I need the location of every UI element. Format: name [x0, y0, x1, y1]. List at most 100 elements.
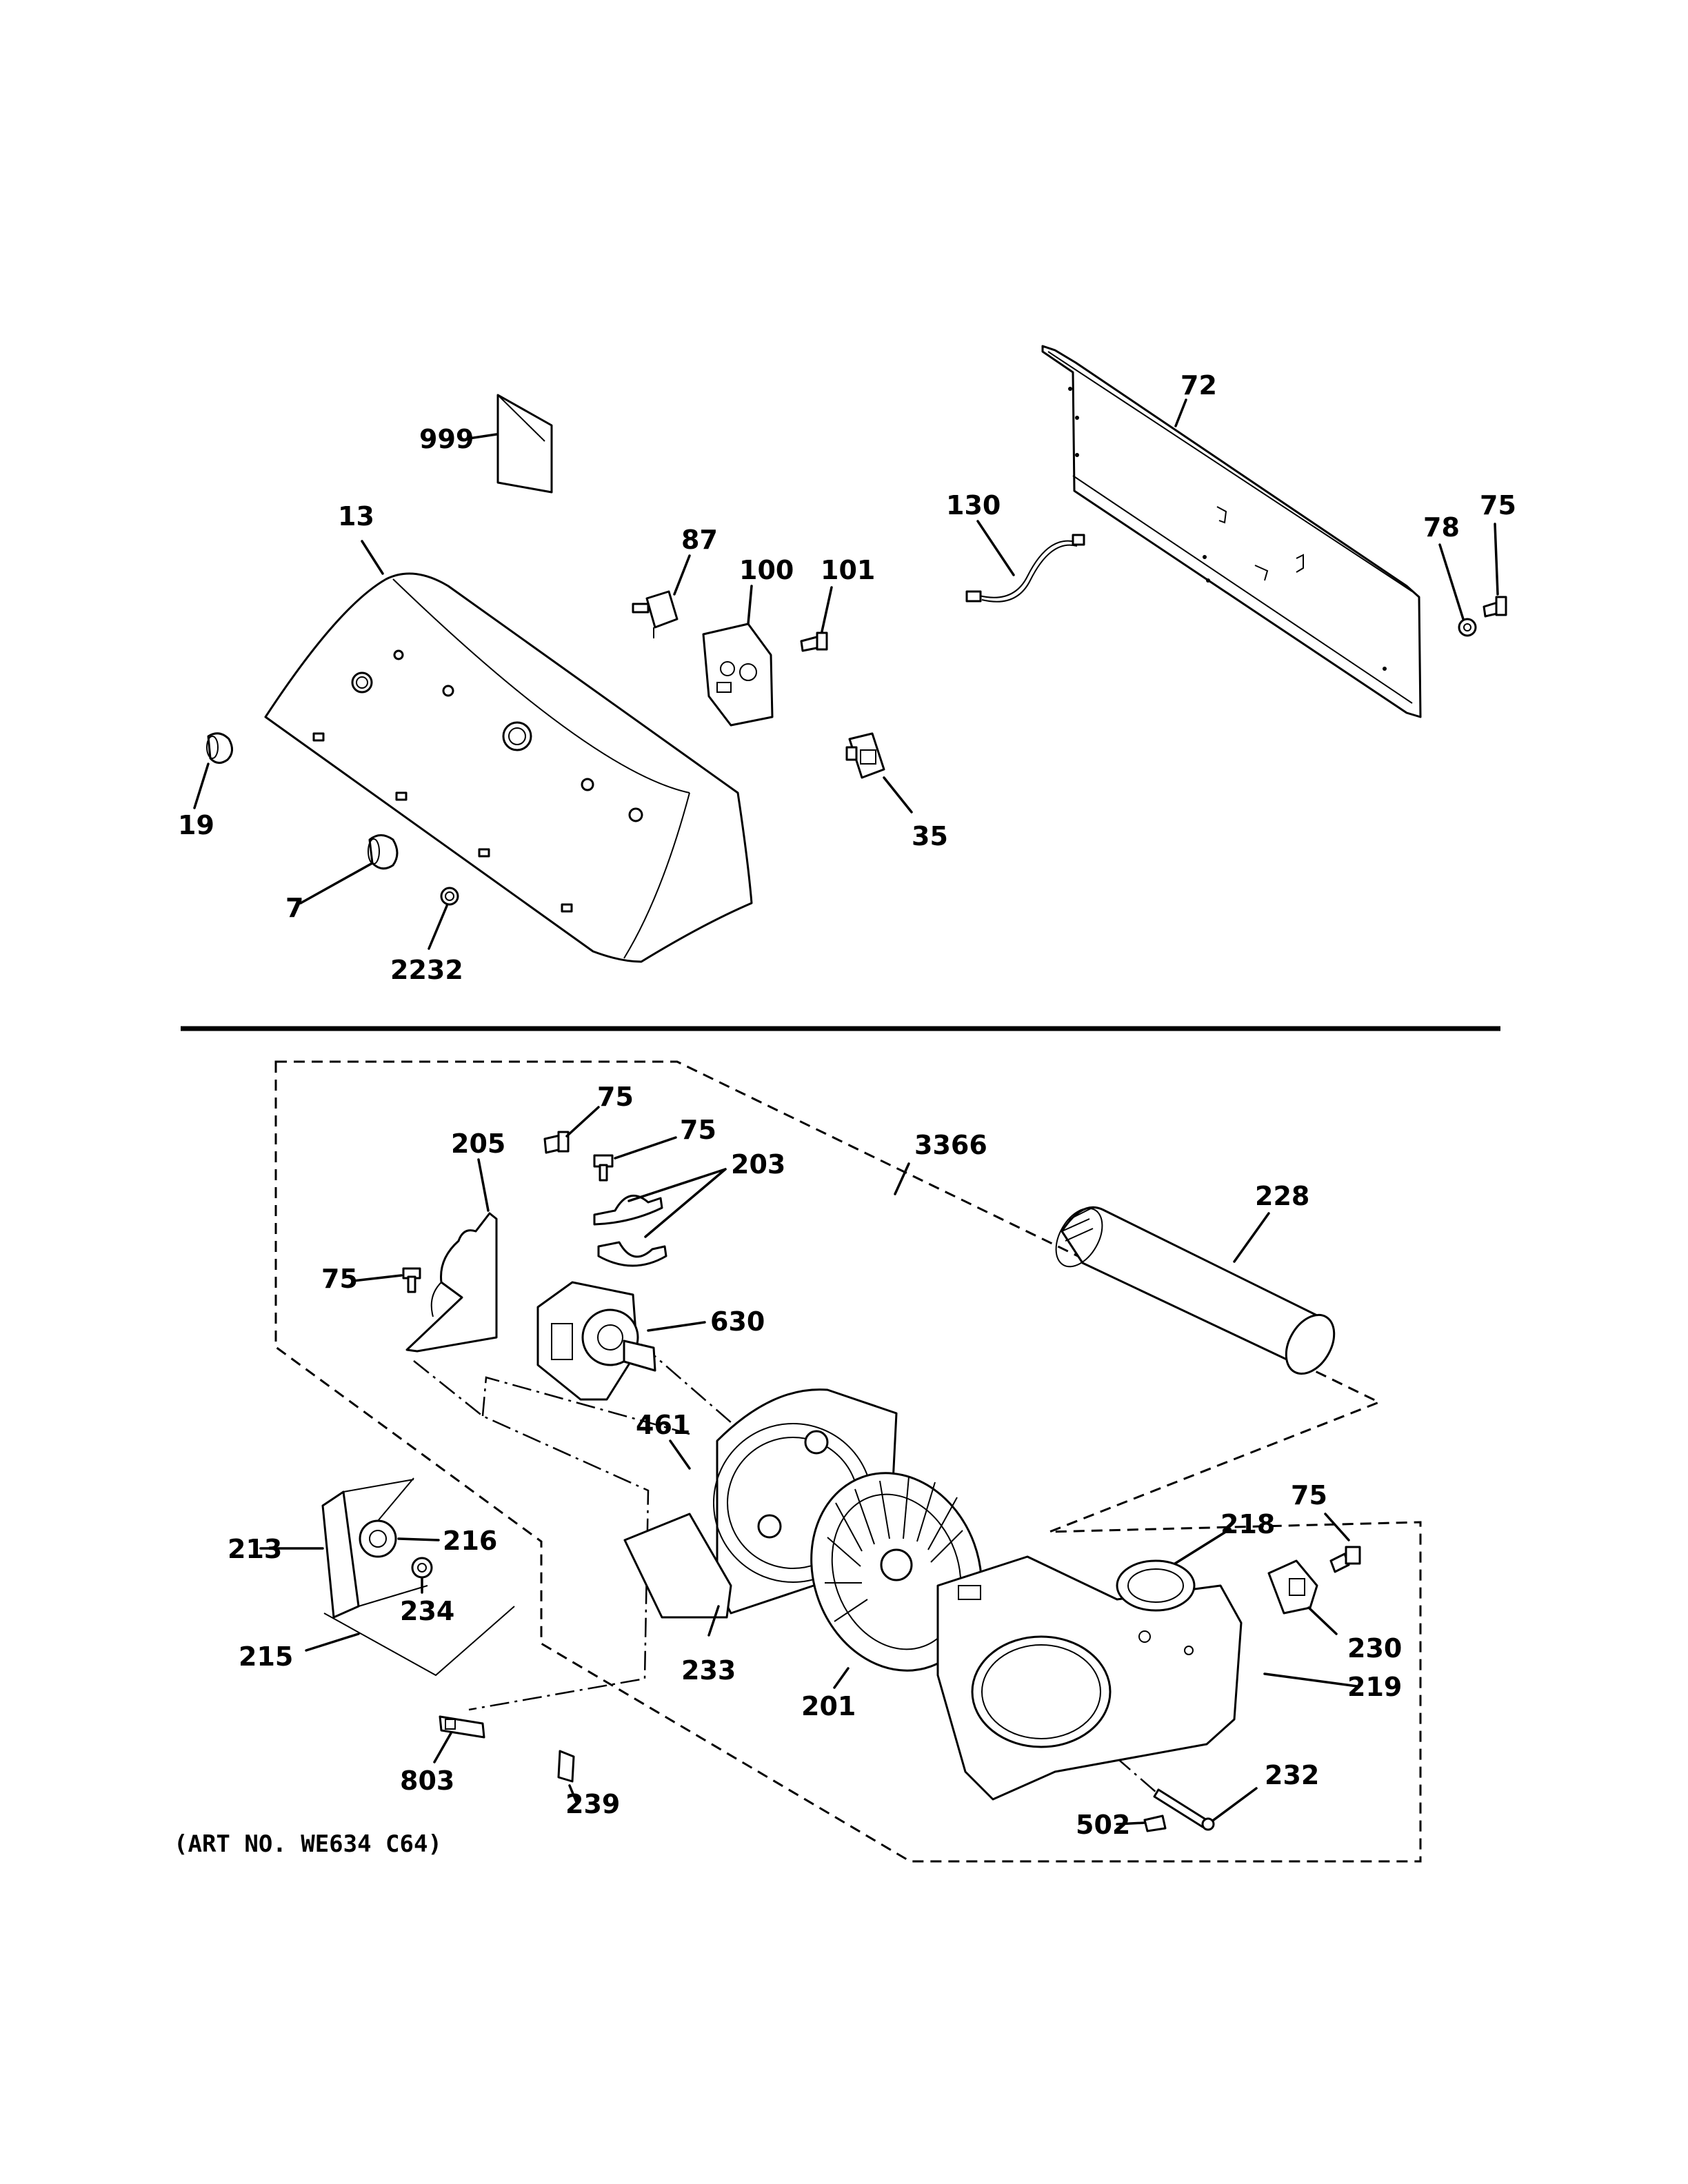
callout-2232: 2232 — [390, 955, 463, 985]
switch-35-part — [845, 732, 885, 779]
callout-75-b: 75 — [680, 1115, 716, 1145]
spring-234-part — [411, 1557, 433, 1579]
art-number: (ART NO. WE634 C64) — [174, 1830, 442, 1858]
belt-215-part — [323, 1606, 515, 1677]
duct-228-part — [1055, 1206, 1336, 1375]
leader-line-203-a — [627, 1168, 727, 1202]
back-panel-72-part — [1041, 345, 1422, 718]
button-2232-part — [440, 887, 459, 906]
alignment-line-axis — [641, 1344, 1173, 1807]
leader-line-101 — [821, 586, 833, 633]
wire-harness-130-part — [965, 534, 1085, 603]
literature-envelope-part — [496, 394, 553, 494]
callout-233: 233 — [681, 1655, 736, 1686]
idler-pulley-216-part — [321, 1477, 428, 1619]
leader-line-230 — [1307, 1606, 1338, 1635]
screw-101-part — [800, 631, 828, 652]
screw-75-d-part — [1329, 1546, 1361, 1573]
leader-line-218 — [1174, 1528, 1232, 1565]
callout-101: 101 — [821, 555, 875, 585]
heater-218-part — [1116, 1559, 1196, 1612]
leader-line-205 — [477, 1158, 490, 1212]
leader-line-803 — [433, 1732, 452, 1763]
leader-line-239 — [568, 1784, 578, 1803]
lock-washer-78-part — [1458, 618, 1477, 637]
screw-75-b-part — [593, 1154, 614, 1182]
leader-line-219 — [1263, 1672, 1358, 1688]
leader-line-13 — [361, 540, 384, 575]
callout-461: 461 — [636, 1410, 690, 1440]
thermostat-230-part — [1267, 1559, 1318, 1615]
callout-999: 999 — [419, 424, 474, 454]
bracket-205-part — [405, 1212, 498, 1353]
callout-100: 100 — [739, 555, 794, 585]
leader-line-215 — [305, 1632, 360, 1652]
leader-line-78 — [1438, 543, 1465, 620]
leader-line-201 — [833, 1667, 850, 1689]
leader-line-228 — [1233, 1212, 1270, 1263]
leader-line-87 — [673, 554, 691, 596]
leader-line-35 — [883, 776, 913, 813]
callout-215: 215 — [239, 1641, 293, 1672]
leader-line-232 — [1212, 1787, 1258, 1821]
alignment-line-mid — [481, 1376, 690, 1435]
bolt-232-part — [1153, 1788, 1215, 1831]
callout-75-c: 75 — [321, 1264, 358, 1294]
screw-502-part — [1143, 1814, 1167, 1832]
knob-7-part — [368, 834, 399, 870]
leader-line-999 — [468, 433, 498, 440]
leader-line-100 — [747, 585, 753, 625]
callout-205: 205 — [451, 1129, 505, 1159]
callout-78: 78 — [1423, 512, 1460, 543]
clamp-203-part — [593, 1195, 667, 1267]
screw-75-top-part — [1483, 596, 1507, 618]
callout-502: 502 — [1076, 1810, 1130, 1840]
knob-19-part — [206, 732, 233, 764]
leader-line-72 — [1174, 398, 1187, 427]
screw-75-c-part — [402, 1267, 421, 1293]
leader-line-630 — [647, 1321, 706, 1332]
leader-line-75-a — [565, 1106, 600, 1138]
callout-130: 130 — [946, 490, 1001, 520]
screw-239-part — [557, 1750, 575, 1783]
motor-630-part — [536, 1281, 656, 1401]
callout-232: 232 — [1265, 1760, 1319, 1790]
leader-line-502 — [1116, 1821, 1146, 1826]
callout-75-a: 75 — [597, 1082, 634, 1112]
switch-87-part — [632, 590, 679, 638]
leader-line-75-c — [352, 1274, 403, 1282]
callout-230: 230 — [1347, 1633, 1402, 1664]
timer-100-part — [702, 623, 774, 727]
callout-218: 218 — [1220, 1509, 1275, 1539]
leader-line-203-b — [644, 1168, 727, 1238]
leader-line-75-top — [1494, 523, 1499, 596]
leader-line-2232 — [428, 904, 448, 950]
leader-line-216 — [397, 1537, 440, 1541]
leader-line-3366 — [894, 1162, 910, 1195]
switch-803-part — [439, 1715, 485, 1739]
callout-19: 19 — [178, 810, 214, 840]
leader-line-233 — [707, 1605, 720, 1637]
callout-75-d: 75 — [1291, 1480, 1327, 1510]
leader-line-75-d — [1324, 1513, 1350, 1541]
callout-72: 72 — [1180, 370, 1217, 401]
callout-35: 35 — [912, 821, 948, 851]
callout-13: 13 — [338, 501, 374, 532]
callout-75-top: 75 — [1480, 490, 1516, 520]
callout-203: 203 — [731, 1149, 785, 1180]
blower-housing-219-part — [936, 1555, 1243, 1801]
leader-line-7 — [299, 862, 374, 904]
callout-201: 201 — [801, 1691, 856, 1721]
callout-216: 216 — [443, 1526, 497, 1556]
leader-line-19 — [193, 762, 210, 809]
callout-803: 803 — [400, 1766, 454, 1796]
callout-630: 630 — [710, 1306, 765, 1337]
callout-234: 234 — [400, 1596, 454, 1626]
callout-219: 219 — [1347, 1672, 1402, 1702]
leader-line-75-b — [614, 1136, 677, 1160]
callout-3366: 3366 — [914, 1130, 987, 1160]
leader-line-461 — [669, 1439, 691, 1470]
callout-7: 7 — [285, 893, 303, 923]
callout-87: 87 — [681, 525, 718, 555]
